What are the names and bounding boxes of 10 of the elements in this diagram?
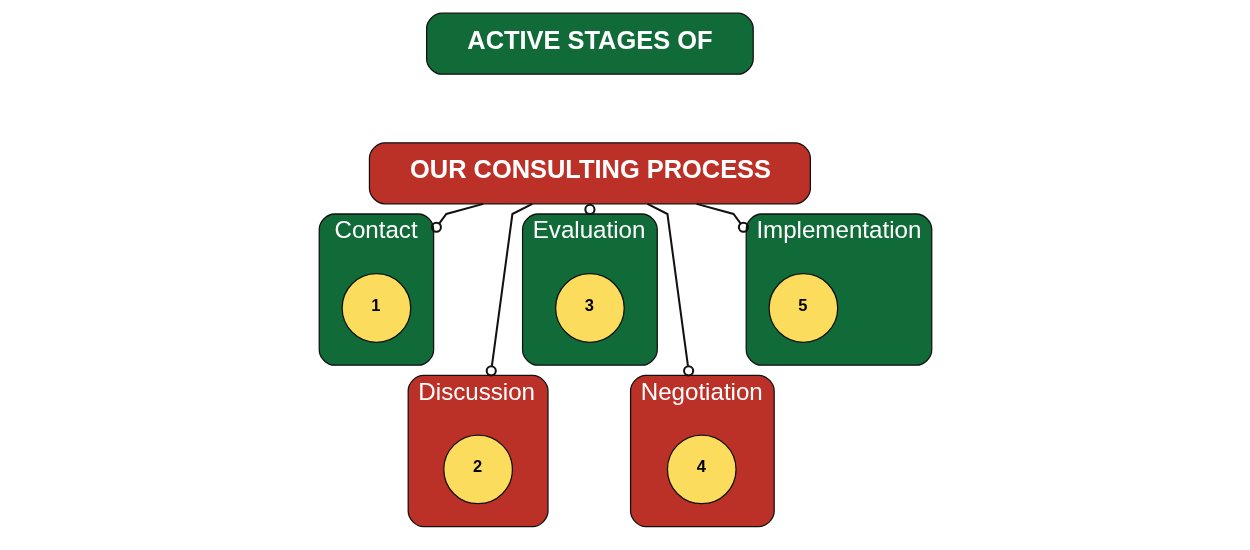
connector (485, 202, 533, 377)
connector (646, 202, 694, 377)
node-box: ACTIVE STAGES OF (425, 12, 754, 75)
node-circle: 4 (666, 434, 737, 505)
connector (695, 202, 749, 233)
node-circle: 5 (767, 273, 838, 343)
node-circle: 3 (554, 273, 625, 343)
connector (430, 202, 484, 233)
node-circle: 2 (442, 434, 513, 505)
node-circle: 1 (341, 273, 411, 343)
